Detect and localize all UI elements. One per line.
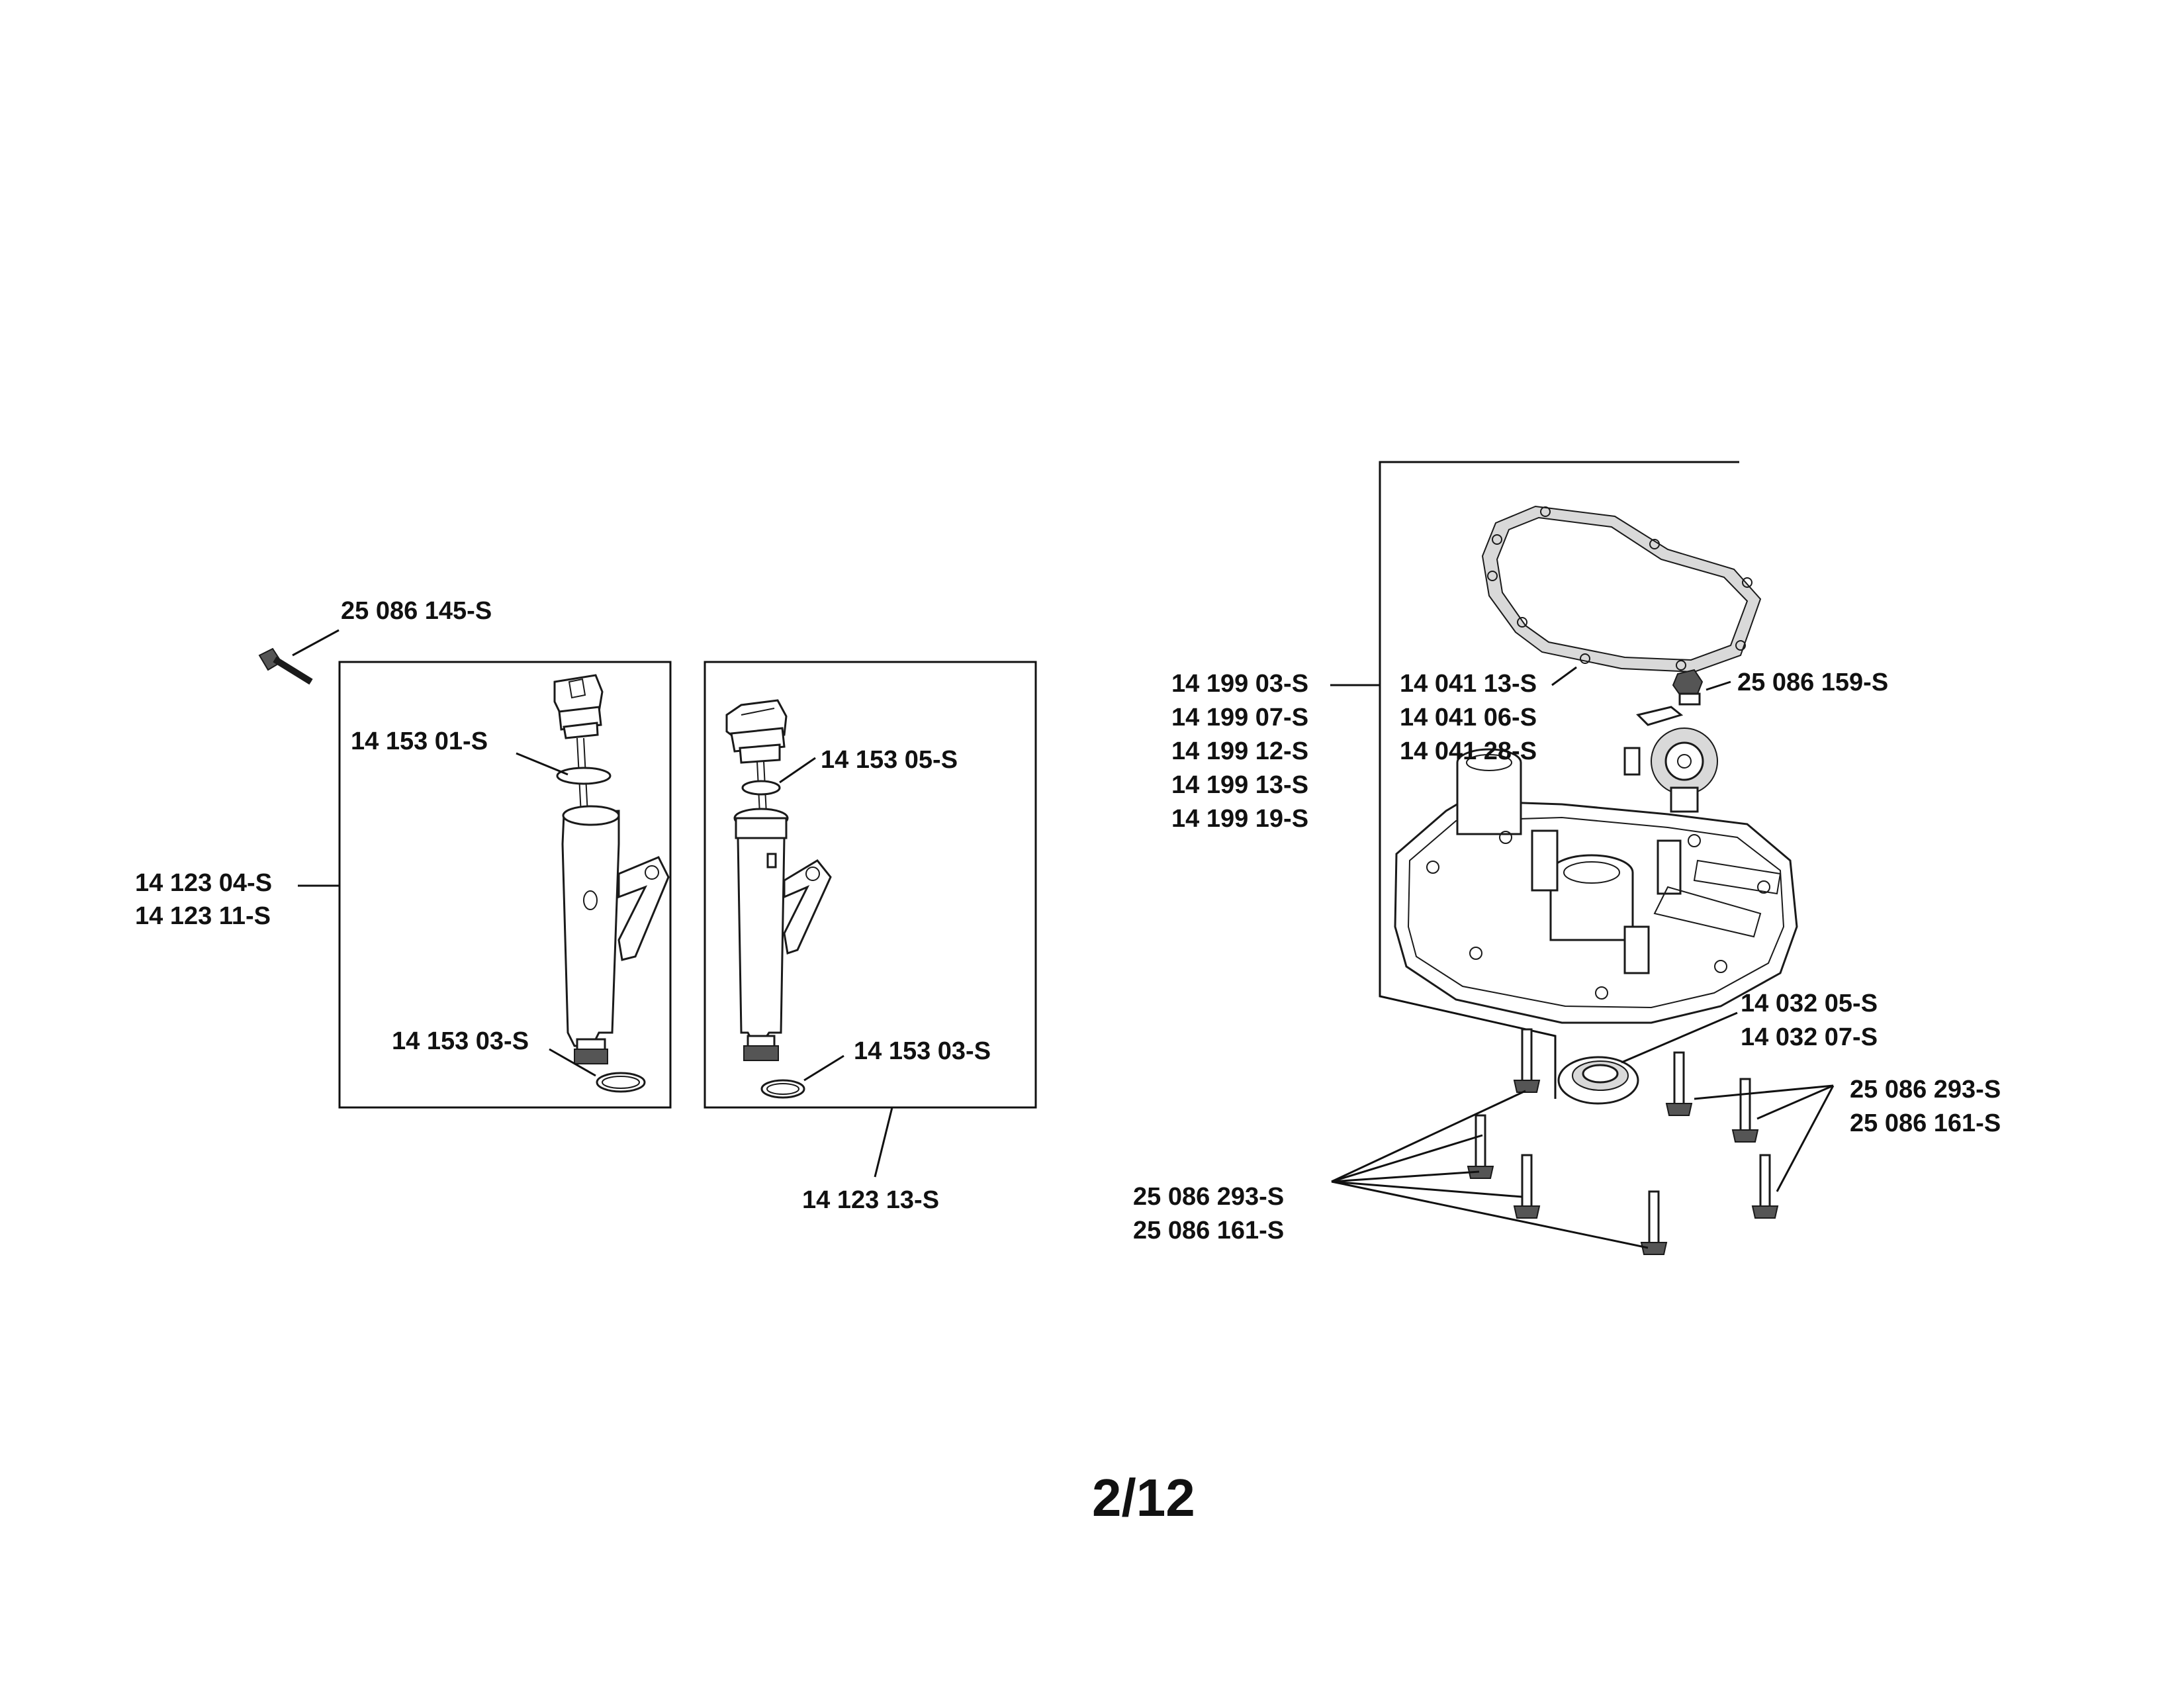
label-tube-a-1: 14 123 04-S (135, 869, 272, 897)
screw-icon (1751, 1154, 1779, 1219)
governor-gear-icon (1623, 706, 1718, 813)
screw-icon (1513, 1154, 1541, 1219)
tube-b (733, 808, 832, 1061)
dipstick-cap-a (553, 674, 604, 739)
label-seal-2: 14 032 07-S (1741, 1023, 1878, 1051)
crankcase-assembly (1330, 461, 1835, 1255)
label-gasket-1: 14 041 13-S (1400, 670, 1537, 698)
label-oring-a: 14 153 01-S (351, 727, 488, 755)
bolt-top-icon (258, 647, 313, 685)
label-oring-bottom-a: 14 153 03-S (392, 1027, 529, 1055)
dipstick-cap-b (725, 699, 788, 764)
label-screws-left-2: 25 086 161-S (1133, 1217, 1284, 1244)
oring-bottom-b-icon (760, 1079, 805, 1099)
crankcase-body-icon (1394, 748, 1798, 1024)
screw-icon (1513, 1028, 1541, 1093)
label-oring-bottom-b: 14 153 03-S (854, 1037, 991, 1065)
label-tube-a-2: 14 123 11-S (135, 902, 271, 930)
label-oring-b: 14 153 05-S (821, 746, 958, 774)
gasket-icon (1481, 505, 1762, 673)
tube-a (561, 805, 670, 1064)
label-screws-right-1: 25 086 293-S (1850, 1076, 2001, 1103)
label-tube-b: 14 123 13-S (802, 1186, 939, 1214)
screw-icon (1665, 1051, 1693, 1116)
assembly-b (704, 661, 1037, 1178)
label-screws-right-2: 25 086 161-S (1850, 1109, 2001, 1137)
screw-icon (1467, 1114, 1494, 1179)
page-number: 2/12 (1092, 1468, 1195, 1527)
oring-a-icon (556, 767, 612, 785)
label-crankcase-2: 14 199 07-S (1171, 704, 1308, 731)
label-bolt-top: 25 086 145-S (341, 597, 492, 625)
assembly-b-frame (704, 661, 1037, 1109)
nut-icon (1672, 669, 1704, 706)
oil-seal-icon (1557, 1056, 1639, 1105)
screw-icon (1640, 1190, 1668, 1255)
oring-b-icon (741, 780, 781, 796)
label-gasket-3: 14 041 28-S (1400, 737, 1537, 765)
label-crankcase-1: 14 199 03-S (1171, 670, 1308, 698)
tube-b-leader (874, 1107, 893, 1178)
label-gasket-2: 14 041 06-S (1400, 704, 1537, 731)
label-seal-1: 14 032 05-S (1741, 990, 1878, 1017)
screw-icons (1467, 1028, 1779, 1255)
screw-icon (1731, 1078, 1759, 1143)
label-crankcase-3: 14 199 12-S (1171, 737, 1308, 765)
label-crankcase-5: 14 199 19-S (1171, 805, 1308, 833)
label-nut: 25 086 159-S (1737, 669, 1888, 696)
crankcase-frame (1379, 461, 1739, 1099)
label-crankcase-4: 14 199 13-S (1171, 771, 1308, 799)
label-screws-left-1: 25 086 293-S (1133, 1183, 1284, 1211)
assembly-a (298, 661, 672, 1109)
